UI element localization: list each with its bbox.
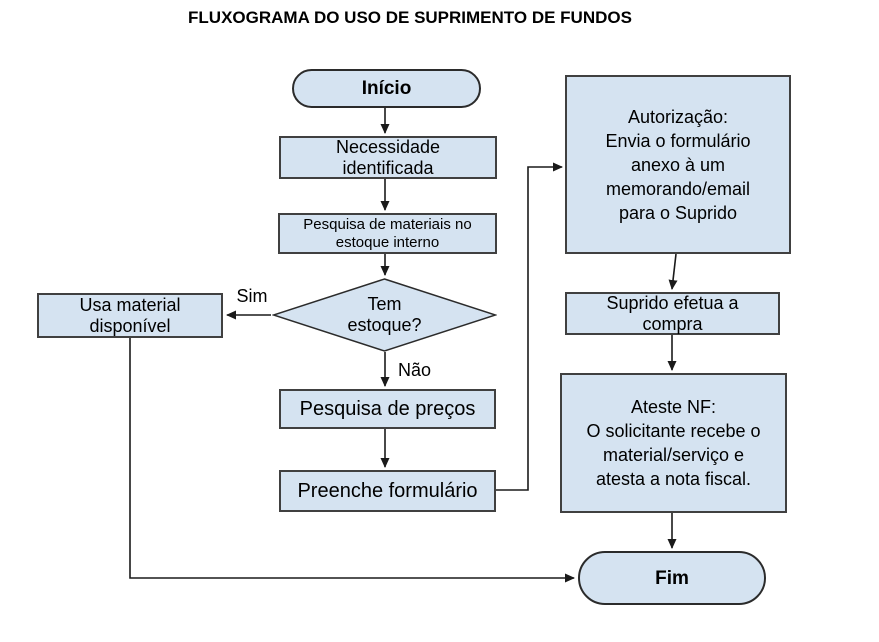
node-label-pesquisa-materiais: Pesquisa de materiais no estoque interno: [303, 215, 472, 251]
flowchart-node-fim: Fim: [578, 551, 766, 605]
edge-usa-material-fim: [129, 338, 575, 583]
flowchart-node-pesquisa-materiais-estoque: Pesquisa de materiais no estoque interno: [278, 213, 497, 254]
node-label-suprido-compra: Suprido efetua a compra: [606, 292, 739, 334]
page-title: FLUXOGRAMA DO USO DE SUPRIMENTO DE FUNDO…: [188, 8, 632, 27]
flowchart-node-preenche-formulario: Preenche formulário: [279, 470, 496, 512]
node-label-fim: Fim: [655, 567, 689, 589]
node-label-necessidade: Necessidade identificada: [335, 136, 441, 178]
diamond-shape: [272, 278, 497, 352]
node-label-pesquisa-precos: Pesquisa de preços: [299, 398, 476, 420]
flowchart-node-usa-material-disponivel: Usa material disponível: [37, 293, 223, 338]
node-label-ateste-nf: Ateste NF: O solicitante recebe o materi…: [586, 397, 761, 489]
flowchart-node-suprido-efetua-compra: Suprido efetua a compra: [565, 292, 780, 335]
edge-label-nao: Não: [398, 360, 432, 380]
flowchart-node-inicio: Início: [292, 69, 481, 108]
edge-label-sim: Sim: [236, 286, 268, 306]
flowchart-node-necessidade-identificada: Necessidade identificada: [279, 136, 497, 179]
node-label-usa-material: Usa material disponível: [79, 294, 181, 336]
node-label-tem-estoque: Tem estoque?: [347, 294, 422, 335]
node-label-inicio: Início: [361, 78, 412, 99]
edge-autorizacao-suprido: [668, 253, 678, 290]
edge-preenche-autorizacao: [496, 162, 563, 491]
flowchart-node-ateste-nf: Ateste NF: O solicitante recebe o materi…: [560, 373, 787, 513]
flowchart-node-pesquisa-precos: Pesquisa de preços: [279, 389, 496, 429]
node-label-autorizacao: Autorização: Envia o formulário anexo à …: [605, 106, 751, 223]
node-label-preenche-formulario: Preenche formulário: [297, 480, 478, 502]
flowchart-node-tem-estoque: Tem estoque?: [272, 278, 497, 352]
flowchart-node-autorizacao: Autorização: Envia o formulário anexo à …: [565, 75, 791, 254]
